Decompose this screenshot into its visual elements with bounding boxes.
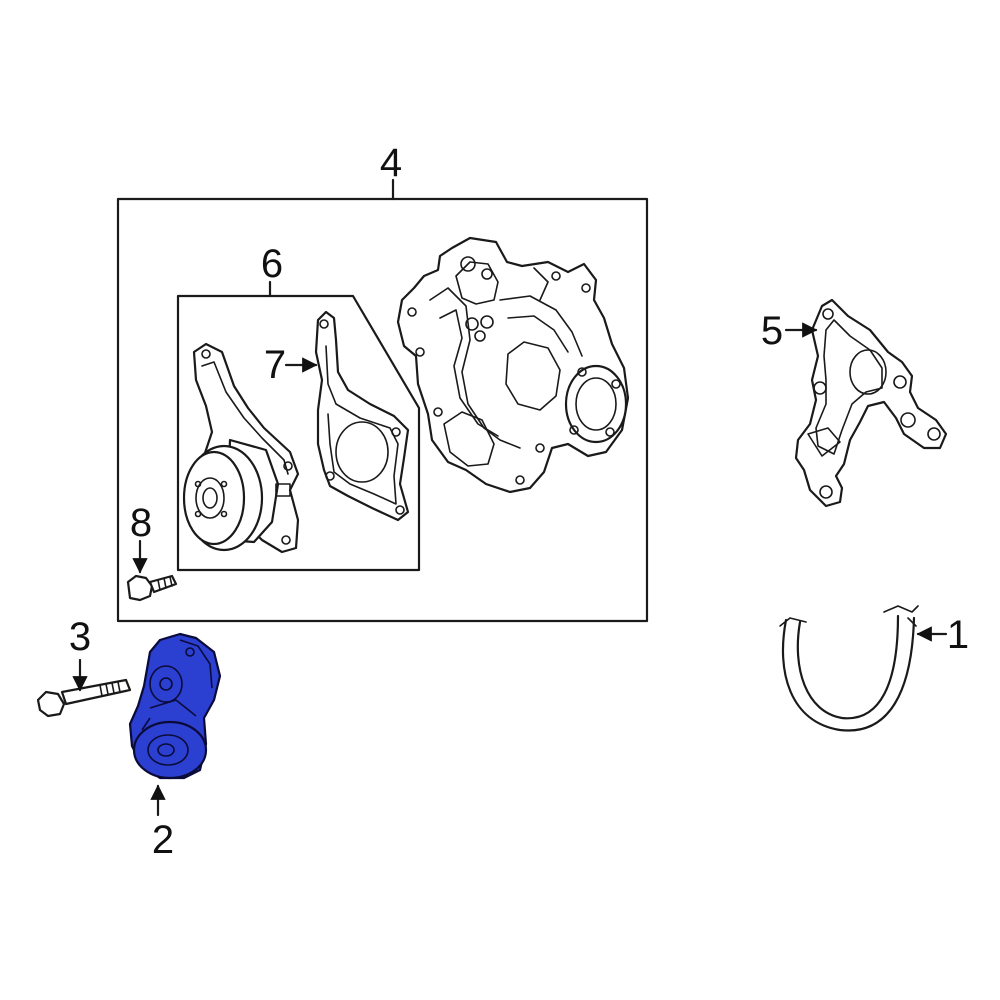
subassembly-box-6: [176, 280, 421, 572]
bolt-3: [36, 678, 132, 718]
tensioner-pulley: [132, 720, 208, 780]
callout-5: 5: [761, 309, 783, 353]
callout-4: 4: [380, 141, 402, 185]
callout-7: 7: [264, 343, 286, 387]
belt-tensioner-2: [128, 632, 222, 780]
callout-2: 2: [152, 818, 174, 862]
callout-1: 1: [947, 613, 969, 657]
callout-8: 8: [130, 501, 152, 545]
pump-gasket-7: [314, 310, 410, 522]
bolt-8: [126, 574, 178, 602]
water-pump-pulley: [182, 342, 300, 554]
assembly-box-4: [116, 178, 649, 623]
serpentine-belt-1: [779, 605, 919, 732]
housing-gasket-5: [794, 298, 948, 508]
callout-3: 3: [69, 615, 91, 659]
callout-6: 6: [261, 242, 283, 286]
water-pump-housing: [396, 236, 630, 494]
leader-lines: [72, 322, 948, 817]
